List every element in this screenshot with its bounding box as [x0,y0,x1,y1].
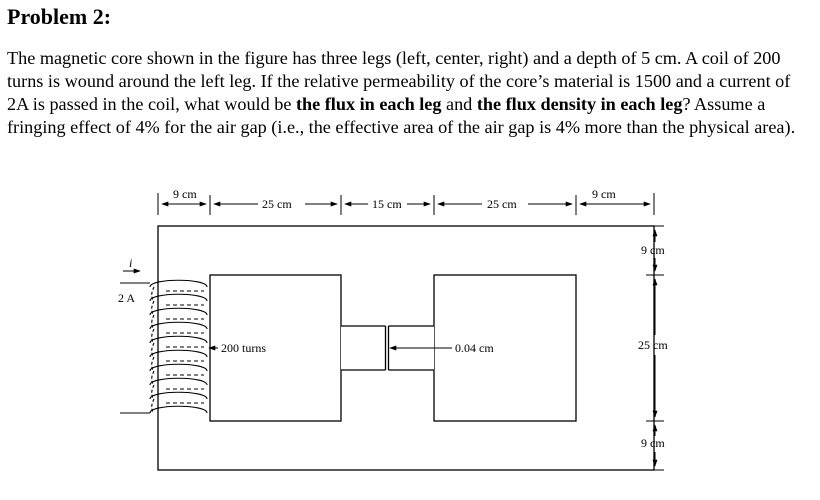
dim-top-left-window: 25 cm [262,197,292,211]
statement-bold-flux: the flux in each leg [295,94,442,114]
dim-top-center-leg: 15 cm [372,197,402,211]
dim-top-right-window: 25 cm [487,197,517,211]
statement-text-3: ? Assume a fringing effect of 4% for the… [7,94,796,137]
statement-text-1: The magnetic core shown in the figure ha… [7,48,791,114]
core-outer-outline [157,225,655,471]
top-dimensions [157,193,655,215]
dim-top-left-leg: 9 cm [173,187,197,201]
air-gap [384,326,390,370]
gap-label: 0.04 cm [455,341,494,355]
dim-right-top-yoke: 9 cm [641,243,665,257]
dim-right-bottom-yoke: 9 cm [641,436,665,450]
statement-bold-flux-density: the flux density in each leg [476,94,683,114]
current-symbol: i [129,256,132,270]
problem-statement: The magnetic core shown in the figure ha… [7,47,807,139]
dim-top-right-leg: 9 cm [592,187,616,201]
magnetic-core-figure: i 2 A 200 turns 0.04 cm 9 cm 25 cm 15 cm… [118,187,668,471]
statement-text-2: and [441,94,477,114]
current-value-label: 2 A [118,291,135,305]
right-dimensions [646,225,664,471]
dim-right-window-height: 25 cm [638,338,668,352]
coil-winding [149,279,208,414]
problem-title: Problem 2: [7,4,112,29]
turns-label: 200 turns [221,341,266,355]
